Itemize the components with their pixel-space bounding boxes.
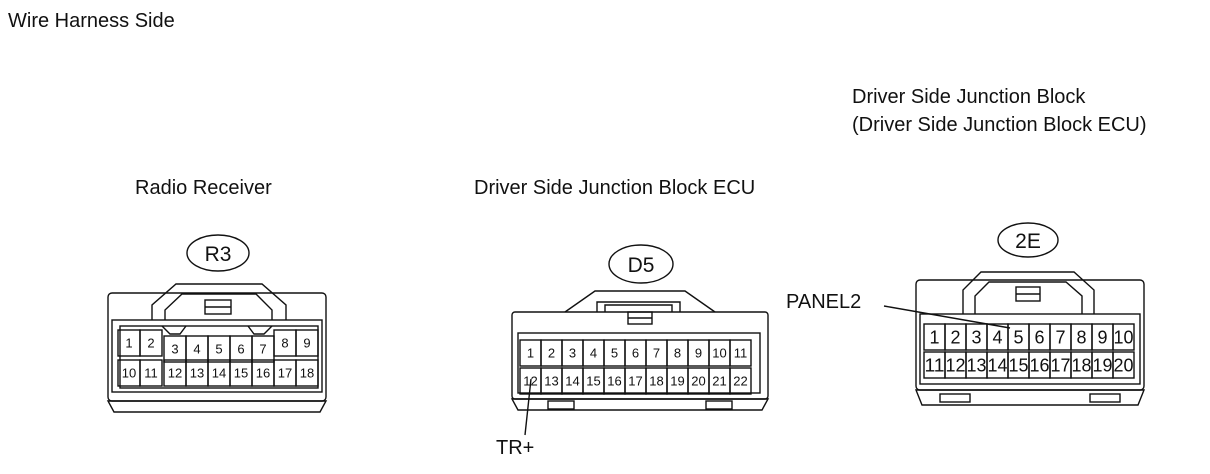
2e-code: 2E — [1015, 230, 1041, 253]
d5-pin-number: 10 — [712, 346, 726, 361]
d5-pin-number: 22 — [733, 374, 747, 389]
2e-pin-number: 2 — [950, 327, 960, 347]
r3-pin-cell — [139, 359, 163, 387]
d5-pin-number: 6 — [632, 346, 639, 361]
r3-pin-number: 15 — [234, 366, 248, 381]
d5-pin-number: 9 — [695, 346, 702, 361]
2e-pin-number: 13 — [967, 355, 987, 375]
2e-pin-number: 19 — [1093, 355, 1113, 375]
d5-pin-number: 8 — [674, 346, 681, 361]
tr-plus-leader — [524, 378, 532, 436]
d5-pin-number: 11 — [734, 346, 748, 361]
r3-pin-cell — [295, 359, 319, 387]
d5-pin-cell — [729, 339, 752, 367]
driver-side-jb-ecu-label: Driver Side Junction Block ECU — [474, 177, 756, 199]
2e-pin-number: 12 — [946, 355, 966, 375]
d5-code: D5 — [628, 254, 655, 277]
r3-pin-number: 1 — [125, 336, 132, 351]
2e-pin-number: 1 — [929, 327, 939, 347]
2e-pin-number: 17 — [1051, 355, 1071, 375]
d5-pin-number: 3 — [569, 346, 576, 361]
r3-pin-number: 18 — [300, 366, 314, 381]
d5-pin-number: 5 — [611, 346, 618, 361]
r3-pin-number: 3 — [171, 342, 178, 357]
page-title: Wire Harness Side — [8, 10, 175, 32]
d5-pin-number: 18 — [649, 374, 663, 389]
panel2-callout: PANEL2 — [786, 291, 862, 313]
r3-pin-number: 10 — [122, 366, 136, 381]
driver-side-jb-label-line1: Driver Side Junction Block — [852, 86, 1086, 108]
r3-pin-number: 6 — [237, 342, 244, 357]
d5-pin-number: 7 — [653, 346, 660, 361]
d5-pin-number: 2 — [548, 346, 555, 361]
d5-pin-number: 17 — [628, 374, 642, 389]
2e-pin-number: 7 — [1055, 327, 1065, 347]
d5-pin-number: 16 — [607, 374, 621, 389]
2e-pin-number: 11 — [925, 355, 945, 375]
r3-code: R3 — [205, 243, 232, 266]
d5-pin-number: 20 — [691, 374, 705, 389]
2e-pin-number: 20 — [1114, 355, 1134, 375]
r3-pin-number: 16 — [256, 366, 270, 381]
d5-pin-number: 19 — [670, 374, 684, 389]
r3-pin-number: 12 — [168, 366, 182, 381]
2e-pin-number: 4 — [992, 327, 1002, 347]
r3-body — [106, 283, 328, 413]
r3-pin-number: 9 — [303, 336, 310, 351]
2e-pin-number: 18 — [1072, 355, 1092, 375]
r3-code-oval — [186, 234, 250, 272]
r3-pin-number: 2 — [147, 336, 154, 351]
2e-pin-number: 16 — [1030, 355, 1050, 375]
r3-pin-cell — [295, 329, 319, 357]
d5-pin-number: 15 — [586, 374, 600, 389]
r3-pin-number: 4 — [193, 342, 200, 357]
d5-pin-number: 13 — [544, 374, 558, 389]
2e-pin-number: 5 — [1013, 327, 1023, 347]
r3-pin-number: 14 — [212, 366, 226, 381]
2e-pin-number: 9 — [1097, 327, 1107, 347]
d5-pin-number: 1 — [527, 346, 534, 361]
2e-pin-number: 15 — [1009, 355, 1029, 375]
d5-pin-cell — [729, 367, 752, 395]
r3-pin-number: 13 — [190, 366, 204, 381]
d5-pin-number: 14 — [565, 374, 579, 389]
2e-pin-cell — [1112, 351, 1135, 379]
d5-pin-number: 21 — [712, 374, 726, 389]
2e-pin-number: 6 — [1034, 327, 1044, 347]
r3-pin-number: 5 — [215, 342, 222, 357]
r3-pin-number: 7 — [259, 342, 266, 357]
tr-plus-callout: TR+ — [496, 437, 535, 459]
d5-pin-number: 4 — [590, 346, 597, 361]
r3-pin-number: 8 — [281, 336, 288, 351]
2e-code-oval — [997, 222, 1059, 258]
2e-pin-number: 10 — [1114, 327, 1134, 347]
driver-side-jb-label-line2: (Driver Side Junction Block ECU) — [852, 114, 1147, 136]
d5-body — [510, 290, 770, 411]
r3-pin-cell — [139, 329, 163, 357]
panel2-leader — [883, 305, 1011, 329]
d5-code-oval — [608, 244, 674, 284]
2e-pin-number: 8 — [1076, 327, 1086, 347]
r3-pin-number: 17 — [278, 366, 292, 381]
2e-body — [914, 271, 1146, 406]
2e-pin-cell — [1112, 323, 1135, 351]
r3-pin-number: 11 — [144, 366, 158, 381]
2e-pin-number: 3 — [971, 327, 981, 347]
radio-receiver-label: Radio Receiver — [135, 177, 272, 199]
2e-pin-number: 14 — [988, 355, 1008, 375]
